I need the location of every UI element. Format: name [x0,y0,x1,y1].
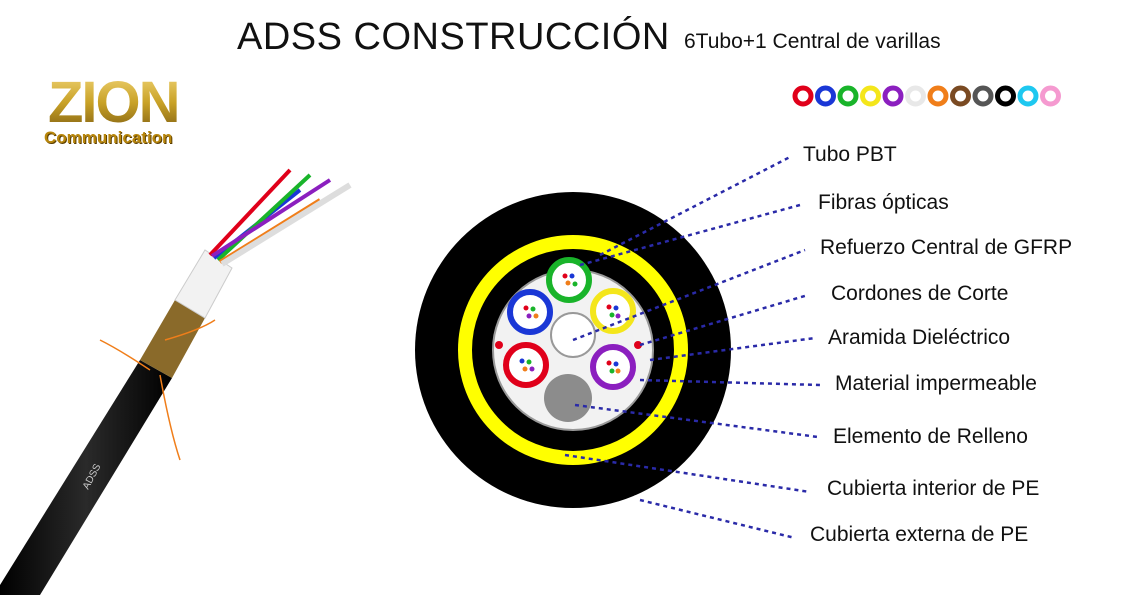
label-fibras-opticas: Fibras ópticas [818,191,949,214]
label-refuerzo-central: Refuerzo Central de GFRP [820,236,1073,259]
fiber-color-code [792,85,1061,107]
label-material-impermeable: Material impermeable [835,372,1037,395]
loose-tubes [503,257,636,390]
cable-photo: ADSS [0,168,352,595]
cable-cross-section [415,192,731,508]
fiber-dots [519,273,621,374]
color-swatch [792,85,814,107]
label-cubierta-interior: Cubierta interior de PE [827,477,1040,500]
label-cubierta-externa: Cubierta externa de PE [810,523,1029,546]
central-gfrp [550,312,596,358]
label-elemento-relleno: Elemento de Relleno [833,425,1028,448]
logo-brand: ZION [48,70,179,135]
color-swatch [837,85,859,107]
label-tubo-pbt: Tubo PBT [803,143,897,166]
ripcord-left [495,341,503,349]
page-subtitle: 6Tubo+1 Central de varillas [684,30,941,53]
aramid-yarn-segment [140,300,205,378]
outer-jacket-segment [0,360,172,595]
fiber-tubes [208,168,352,267]
color-swatch [950,85,971,107]
filler-element [544,374,592,422]
label-aramida: Aramida Dieléctrico [828,326,1011,349]
color-swatch [905,85,926,107]
color-swatch [1017,85,1039,107]
color-swatch [882,85,904,107]
color-swatch [972,85,994,107]
color-swatch [815,85,836,107]
leader-lines [564,155,821,540]
color-swatch [995,85,1016,107]
label-cordones-corte: Cordones de Corte [831,282,1009,305]
ripcord-strands [99,319,216,461]
ripcord-right [634,341,642,349]
page-title: ADSS CONSTRUCCIÓN [237,16,670,58]
color-swatch [860,85,881,107]
inner-sheath-segment [174,249,233,319]
color-swatch [1040,85,1061,107]
logo-tagline: Communication [44,128,173,147]
zion-logo: ZION [48,70,181,135]
color-swatch [927,85,949,107]
yellow-ring [458,235,688,465]
